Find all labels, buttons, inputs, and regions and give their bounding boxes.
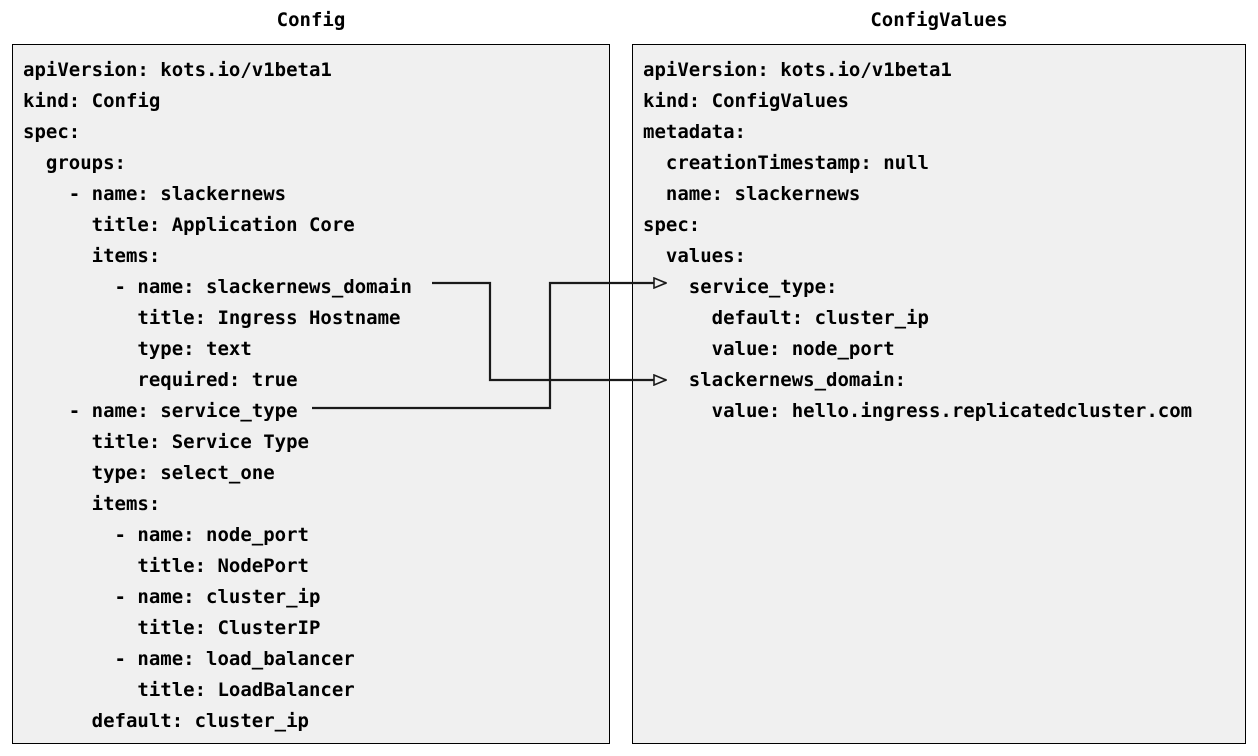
config-yaml-line: default: cluster_ip [23,710,309,732]
config-yaml-line: items: [23,245,161,267]
configvalues-yaml-line: apiVersion: kots.io/v1beta1 [643,59,952,81]
config-yaml-line: title: NodePort [23,555,309,577]
configvalues-yaml-line: name: slackernews [643,183,861,205]
config-yaml-line: title: Service Type [23,431,309,453]
config-yaml-line: kind: Config [23,90,161,112]
config-yaml-line: required: true [23,369,298,391]
config-yaml-line: groups: [23,152,126,174]
configvalues-yaml-block: apiVersion: kots.io/v1beta1 kind: ConfigV… [633,45,1192,427]
config-yaml-line: - name: slackernews_domain [23,276,412,298]
config-yaml-line: type: text [23,338,252,360]
config-yaml-line: items: [23,493,161,515]
config-yaml-line: - name: slackernews [23,183,287,205]
configvalues-yaml-line: default: cluster_ip [643,307,929,329]
configvalues-yaml-line: spec: [643,214,701,236]
config-yaml-line: - name: node_port [23,524,309,546]
configvalues-panel-title: ConfigValues [870,9,1008,31]
configvalues-yaml-line: service_type: [643,276,838,298]
config-yaml-line: type: select_one [23,462,275,484]
config-yaml-line: title: LoadBalancer [23,679,355,701]
configvalues-yaml-line: slackernews_domain: [643,369,907,391]
configvalues-panel-box: apiVersion: kots.io/v1beta1 kind: ConfigV… [632,44,1246,744]
config-yaml-line: title: ClusterIP [23,617,321,639]
configvalues-yaml-line: creationTimestamp: null [643,152,929,174]
config-panel-title: Config [276,9,346,31]
config-yaml-line: title: Ingress Hostname [23,307,401,329]
config-yaml-line: - name: cluster_ip [23,586,321,608]
config-yaml-line: - name: service_type [23,400,298,422]
config-yaml-line: title: Application Core [23,214,355,236]
configvalues-yaml-line: value: hello.ingress.replicatedcluster.c… [643,400,1193,422]
configvalues-yaml-line: value: node_port [643,338,895,360]
configvalues-yaml-line: kind: ConfigValues [643,90,849,112]
configvalues-yaml-line: values: [643,245,746,267]
config-yaml-line: - name: load_balancer [23,648,355,670]
config-yaml-line: apiVersion: kots.io/v1beta1 [23,59,332,81]
config-yaml-block: apiVersion: kots.io/v1beta1 kind: Config s… [13,45,412,737]
configvalues-yaml-line: metadata: [643,121,746,143]
config-panel-box: apiVersion: kots.io/v1beta1 kind: Config s… [12,44,610,744]
config-yaml-line: spec: [23,121,81,143]
